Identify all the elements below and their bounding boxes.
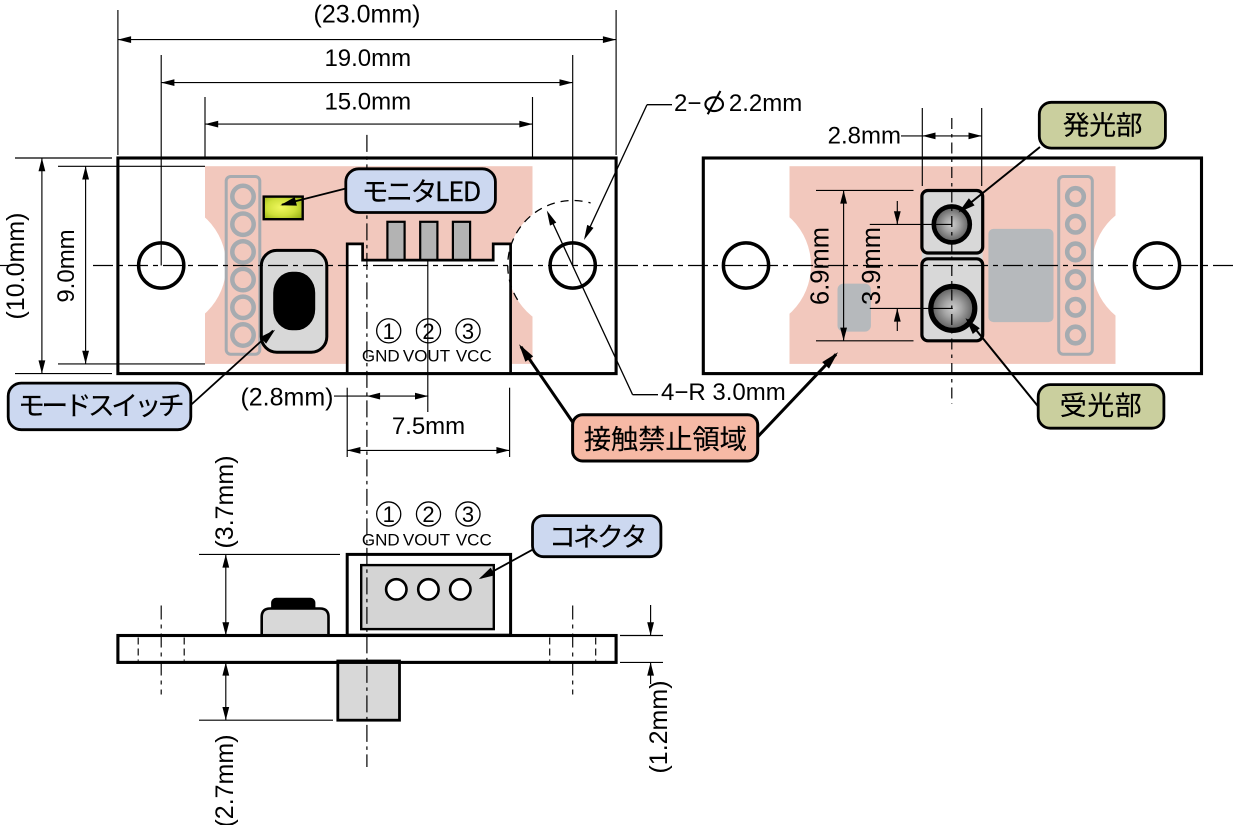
svg-text:6.9mm: 6.9mm bbox=[807, 227, 835, 305]
svg-text:3: 3 bbox=[462, 319, 474, 344]
svg-text:3: 3 bbox=[462, 502, 474, 527]
svg-text:(2.8mm): (2.8mm) bbox=[240, 384, 333, 412]
svg-text:(10.0mm): (10.0mm) bbox=[2, 213, 30, 320]
svg-text:7.5mm: 7.5mm bbox=[392, 413, 465, 440]
svg-text:2: 2 bbox=[422, 319, 434, 344]
svg-text:VCC: VCC bbox=[456, 347, 492, 366]
svg-text:(1.2mm): (1.2mm) bbox=[645, 680, 673, 773]
svg-text:GND: GND bbox=[362, 531, 400, 550]
svg-text:(23.0mm): (23.0mm) bbox=[314, 1, 421, 29]
svg-text:2.8mm: 2.8mm bbox=[828, 123, 901, 150]
svg-text:9.0mm: 9.0mm bbox=[53, 229, 80, 302]
svg-text:GND: GND bbox=[362, 347, 400, 366]
svg-text:(2.7mm): (2.7mm) bbox=[211, 734, 239, 825]
svg-text:4−R 3.0mm: 4−R 3.0mm bbox=[661, 379, 786, 406]
svg-text:1: 1 bbox=[383, 319, 395, 344]
svg-text:2−: 2− bbox=[674, 90, 701, 117]
svg-text:3.9mm: 3.9mm bbox=[858, 227, 886, 305]
svg-text:2: 2 bbox=[422, 502, 434, 527]
svg-text:15.0mm: 15.0mm bbox=[324, 89, 411, 116]
svg-text:2.2mm: 2.2mm bbox=[729, 90, 802, 117]
svg-text:(3.7mm): (3.7mm) bbox=[211, 455, 239, 548]
svg-text:1: 1 bbox=[383, 502, 395, 527]
svg-text:19.0mm: 19.0mm bbox=[324, 45, 411, 72]
svg-text:VCC: VCC bbox=[456, 531, 492, 550]
svg-text:VOUT: VOUT bbox=[403, 531, 450, 550]
svg-text:VOUT: VOUT bbox=[403, 347, 450, 366]
